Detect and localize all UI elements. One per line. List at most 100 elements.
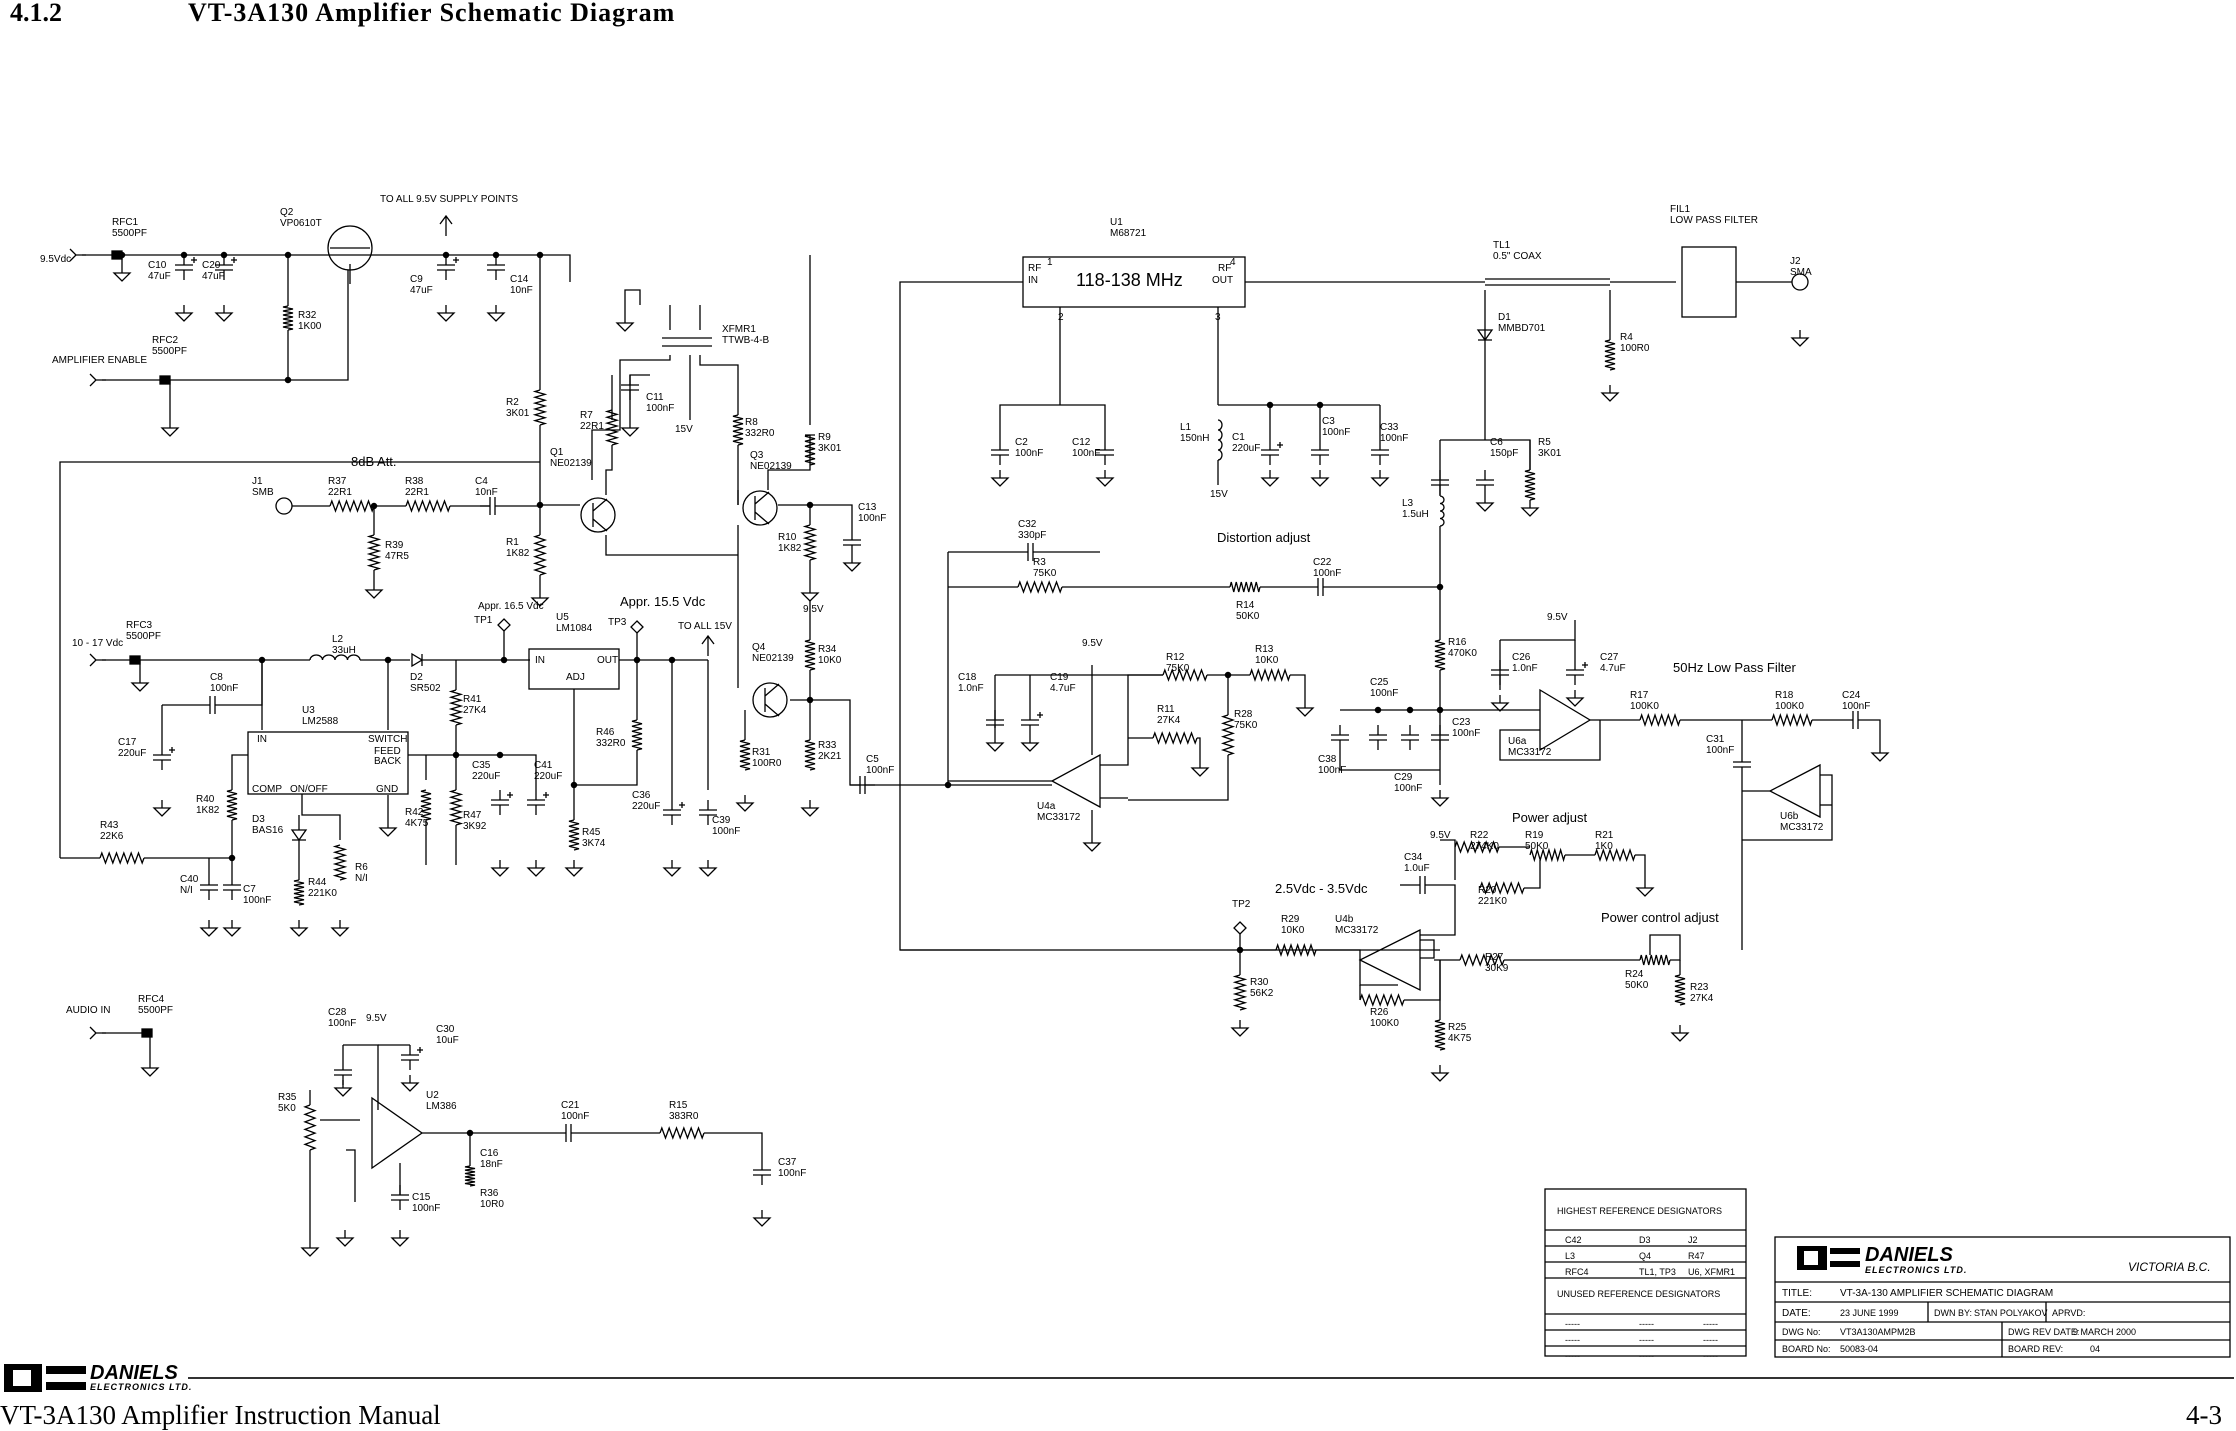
wire: [422, 1132, 471, 1166]
ref-rfc4: RFC4: [138, 994, 165, 1005]
ref-xfmr1: XFMR1: [722, 324, 756, 335]
wire: [1269, 405, 1381, 440]
ref-c3: C3: [1322, 416, 1335, 427]
ref-c39: C39: [712, 815, 731, 826]
ref-c12: C12: [1072, 437, 1091, 448]
ground-symbol: [400, 1075, 420, 1092]
ground-symbol: [530, 590, 550, 607]
wire: [1635, 854, 1646, 880]
pin-label: 1: [1047, 257, 1053, 268]
ground-symbol: [1670, 1025, 1690, 1042]
r21-resistor: [1594, 847, 1636, 863]
ref-c13: C13: [858, 502, 877, 513]
u1-rf-out-a: RF: [1218, 263, 1231, 274]
r7-resistor: [604, 409, 620, 446]
ref-r12: R12: [1166, 652, 1185, 663]
r36-resistor: [464, 1165, 476, 1187]
u5-pin-adj: ADJ: [566, 672, 585, 683]
r11-resistor: [1152, 731, 1198, 745]
ref-r43: R43: [100, 820, 119, 831]
r37-resistor: [329, 499, 375, 513]
c23-capacitor: [1431, 725, 1449, 750]
ref-r17: R17: [1630, 690, 1649, 701]
r16-resistor: [1434, 639, 1446, 671]
r45-resistor: [568, 819, 580, 851]
ref-tl1: TL1: [1493, 240, 1511, 251]
ground-symbol: [1870, 745, 1890, 762]
val-r16: 470K0: [1448, 648, 1477, 659]
r4-resistor: [1604, 339, 1616, 371]
ref-r19: R19: [1525, 830, 1544, 841]
val-r34: 10K0: [818, 655, 842, 666]
ref-r46: R46: [596, 727, 615, 738]
ref-r9: R9: [818, 432, 831, 443]
ref-r45: R45: [582, 827, 601, 838]
val-r41: 27K4: [463, 705, 487, 716]
c34-capacitor: [1410, 876, 1435, 894]
val-u6b: MC33172: [1780, 822, 1824, 833]
rfc1-ferrite: [111, 250, 123, 260]
val-c12: 100nF: [1072, 448, 1100, 459]
val-c17: 220uF: [118, 748, 146, 759]
val-r3: 75K0: [1033, 568, 1057, 579]
u1-rf-out-b: OUT: [1212, 275, 1233, 286]
ref-l1: L1: [1180, 422, 1192, 433]
ground-symbol: [800, 800, 820, 817]
c26-capacitor: [1491, 660, 1509, 685]
c35-capacitor: [491, 790, 513, 815]
val-c16: 18nF: [480, 1159, 503, 1170]
footer-logo: DANIELS ELECTRONICS LTD.: [4, 1362, 191, 1392]
tb-dwgno: VT3A130AMPM2B: [1840, 1327, 1916, 1337]
distortion-adjust-label: Distortion adjust: [1217, 530, 1311, 545]
r13-resistor: [1249, 667, 1291, 683]
rfc3-ground: [130, 675, 150, 692]
ref-cell: U6, XFMR1: [1688, 1267, 1735, 1277]
ref-c36: C36: [632, 790, 651, 801]
r33-resistor: [804, 739, 816, 771]
val-c40: N/I: [180, 885, 193, 896]
fil1-ref: FIL1: [1670, 204, 1690, 215]
v15-label: 15V: [675, 424, 693, 435]
input-10-17-connector: [89, 653, 106, 667]
ref-c16: C16: [480, 1148, 499, 1159]
ref-c32: C32: [1018, 519, 1037, 530]
wire: [330, 247, 370, 284]
ref-r6: R6: [355, 862, 368, 873]
wire: [591, 355, 671, 480]
amp-enable-connector: [89, 373, 106, 387]
schematic-parts: [69, 214, 1890, 1257]
val-c24: 100nF: [1842, 701, 1870, 712]
ground-symbol: [436, 305, 456, 322]
supply-9v5-arrow: [439, 214, 453, 236]
ground-symbol: [564, 860, 584, 877]
schematic-labels: RFC15500PFC1047uFC2047uFQ2VP0610TR321K00…: [100, 204, 1870, 1214]
ref-c33: C33: [1380, 422, 1399, 433]
val-l2: 33uH: [332, 645, 356, 656]
val-c8: 100nF: [210, 683, 238, 694]
r47-resistor: [448, 789, 464, 826]
wire: [1420, 884, 1456, 936]
ground-symbol: [985, 735, 1005, 752]
val-c19: 4.7uF: [1050, 683, 1076, 694]
wire: [1524, 860, 1541, 889]
ground-symbol: [486, 305, 506, 322]
c21-capacitor: [556, 1124, 581, 1142]
wire: [699, 355, 739, 415]
input-10-17-label: 10 - 17 Vdc: [72, 638, 123, 649]
ground-symbol: [140, 1060, 160, 1077]
r17-resistor: [1639, 712, 1681, 728]
val-xfmr1: TTWB-4-B: [722, 335, 770, 346]
u3-pin-back: BACK: [374, 756, 402, 767]
ref-c22: C22: [1313, 557, 1332, 568]
wire: [231, 754, 248, 790]
ref-c38: C38: [1318, 754, 1337, 765]
ref-u5: U5: [556, 612, 569, 623]
schematic-wires: [59, 247, 1881, 1240]
ground-symbol: [1565, 690, 1585, 707]
val-r32: 1K00: [298, 321, 322, 332]
junction-dot: [1406, 706, 1414, 714]
val-c4: 10nF: [475, 487, 498, 498]
c11-capacitor: [621, 375, 639, 400]
ref-d3: D3: [252, 814, 265, 825]
